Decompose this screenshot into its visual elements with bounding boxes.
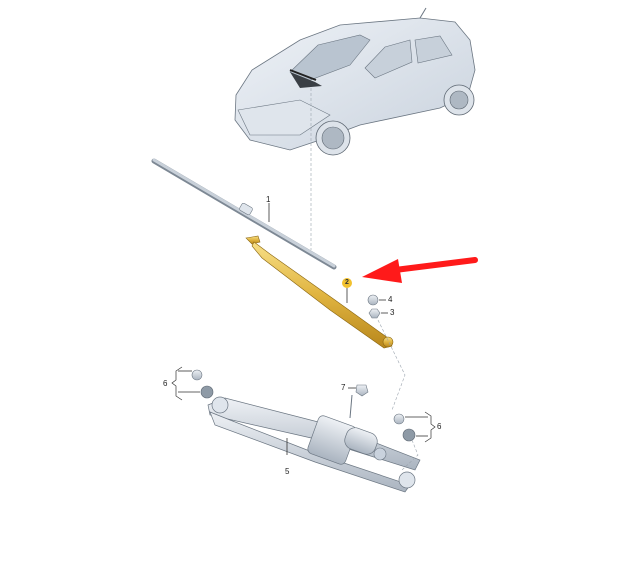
bolt-group-left [171, 366, 214, 401]
wiper-linkage [207, 394, 421, 493]
hex-nut-part [368, 308, 381, 319]
callout-label-6-left: 6 [163, 379, 168, 388]
wiper-blade [151, 158, 337, 270]
red-arrow-pointer [362, 257, 478, 283]
callout-label-6-right: 6 [437, 422, 442, 431]
callout-label-3: 3 [390, 308, 395, 317]
callout-label-1: 1 [266, 195, 271, 204]
cap-part [367, 294, 379, 306]
callout-label-7: 7 [341, 383, 346, 392]
car-illustration [234, 7, 476, 156]
bolt-group-right [393, 411, 436, 443]
callout-label-5: 5 [285, 467, 290, 476]
callout-label-4: 4 [388, 295, 393, 304]
clip-part [355, 384, 369, 397]
callout-label-2-highlighted: 2 [342, 278, 352, 288]
wiper-arm [245, 235, 394, 349]
